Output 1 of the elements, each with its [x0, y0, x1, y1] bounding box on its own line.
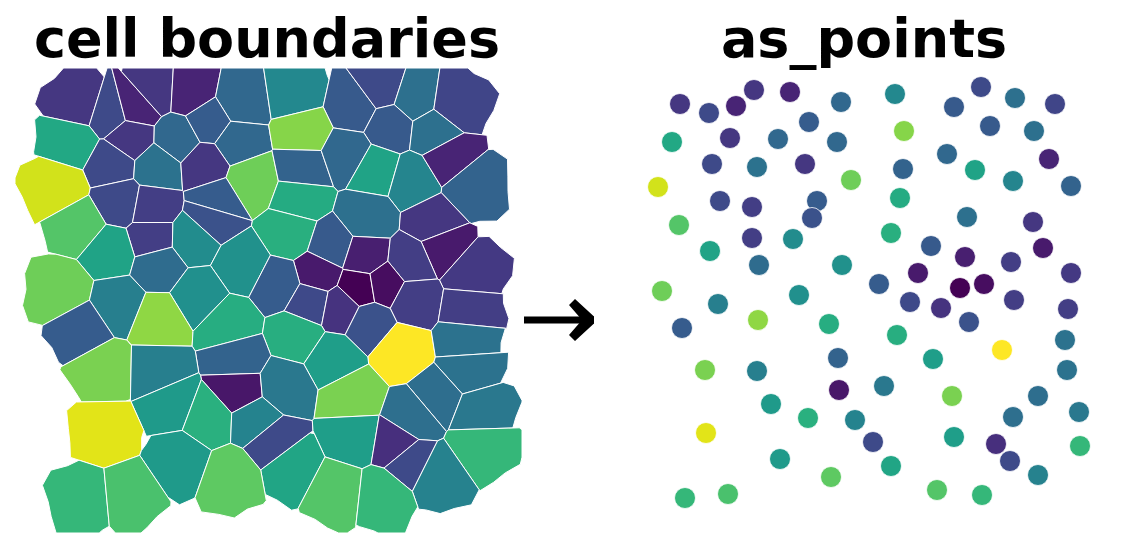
- panel-title: cell boundaries: [33, 12, 501, 66]
